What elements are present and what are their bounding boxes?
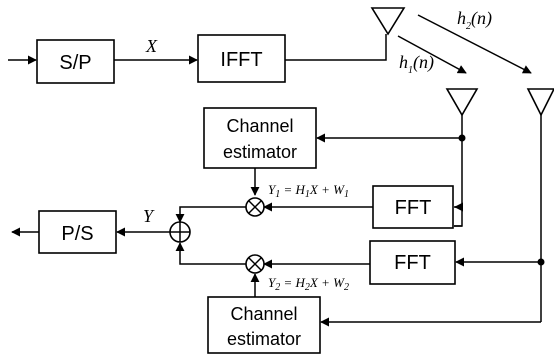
sp-label: S/P	[59, 52, 91, 74]
rx-antenna-2-icon	[526, 88, 554, 117]
ps-label: P/S	[61, 223, 93, 245]
multiplier-bottom-icon	[245, 254, 265, 274]
channel-h2-arrow	[417, 14, 532, 74]
channel-estimator-top-block: Channel estimator	[203, 107, 317, 169]
estimator-top-line1: Channel	[226, 116, 293, 136]
multiplier-bottom-to-adder	[175, 242, 246, 265]
channel-h1-arrow	[397, 35, 467, 74]
y2-equation: Y2 = H2X + W2	[268, 275, 349, 293]
estimator-top-line2: estimator	[223, 142, 297, 162]
fft-bottom-label: FFT	[394, 252, 431, 274]
rx2-junction-dot	[537, 258, 545, 266]
ifft-to-antenna-wire	[285, 34, 387, 61]
rx-antenna-1-icon	[445, 88, 479, 117]
multiplier-top-to-adder	[175, 206, 246, 223]
y1-equation: Y1 = H1X + W1	[268, 182, 349, 200]
ifft-block: IFFT	[197, 34, 286, 83]
estimator-bottom-line2: estimator	[227, 329, 301, 349]
ifft-label: IFFT	[220, 49, 262, 71]
fft-bottom-block: FFT	[369, 240, 456, 285]
h1-label: h1(n)	[399, 52, 434, 76]
tx-antenna-icon	[370, 7, 406, 36]
rx1-junction-dot	[458, 134, 466, 142]
multiplier-top-icon	[245, 197, 265, 217]
x-signal-label: X	[145, 36, 158, 56]
channel-estimator-bottom-block: Channel estimator	[207, 296, 321, 354]
h2-label: h2(n)	[457, 8, 492, 32]
adder-icon	[169, 221, 191, 243]
fft-top-label: FFT	[395, 197, 432, 219]
rx1-vertical-wire	[454, 115, 463, 227]
ps-block: P/S	[38, 210, 117, 254]
y-signal-label: Y	[143, 206, 155, 226]
fft-top-block: FFT	[372, 185, 454, 229]
sp-block: S/P	[36, 39, 115, 84]
estimator-bottom-line1: Channel	[230, 304, 297, 324]
